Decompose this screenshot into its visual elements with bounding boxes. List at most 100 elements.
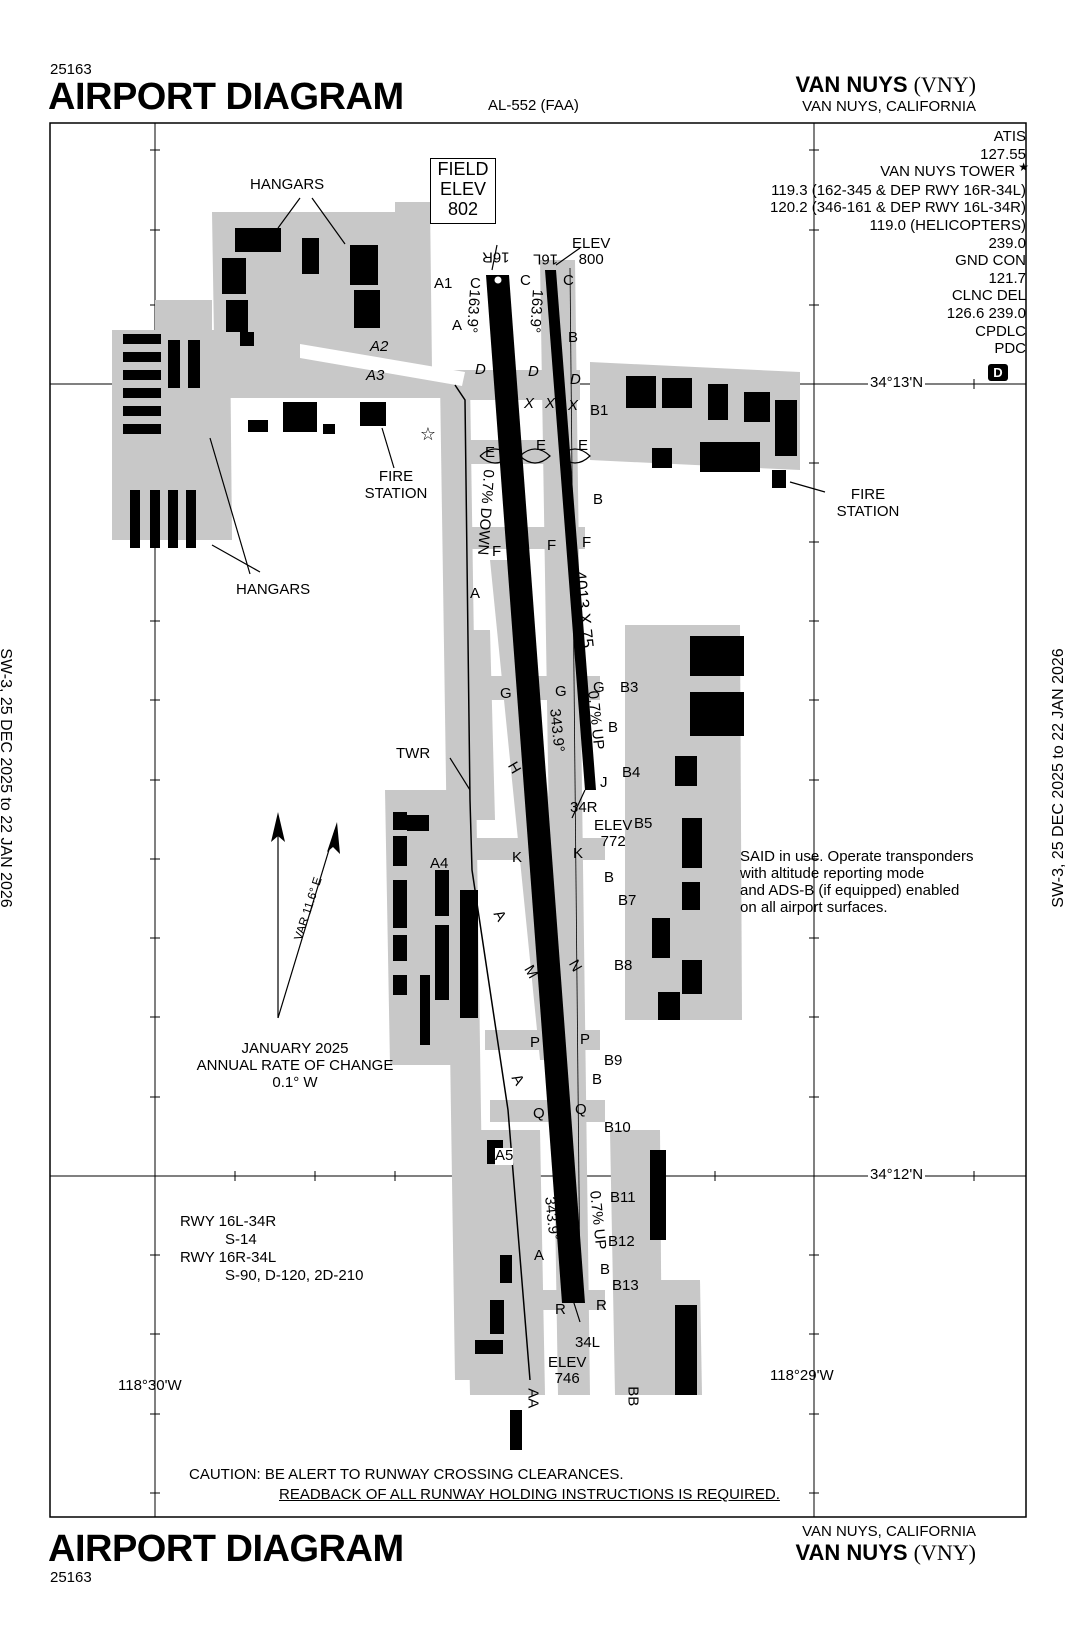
magnetic-north-line <box>277 829 336 1019</box>
taxiway-b8-label: B8 <box>614 957 633 974</box>
elev-16l-label: ELEV <box>572 235 611 252</box>
runway-16r-threshold-marker <box>494 276 502 284</box>
freq-line: 120.2 (346-161 & DEP RWY 16L-34R) <box>770 199 1026 217</box>
taxiway-b-label: B <box>600 1261 611 1278</box>
west-hangar-area-top <box>155 300 212 330</box>
rate-line: 0.1° W <box>272 1074 318 1091</box>
field-elev-value: 802 <box>447 199 479 219</box>
city-state-bottom: VAN NUYS, CALIFORNIA <box>802 1523 976 1540</box>
taxiway-a4-label: A4 <box>430 855 449 872</box>
strength-line: S-14 <box>225 1231 257 1248</box>
airport-code-text: (VNY) <box>913 1540 976 1565</box>
buildings <box>123 228 797 1450</box>
airport-name-text: VAN NUYS <box>795 1540 908 1565</box>
taxiway-b-label: B <box>608 719 619 736</box>
elev-16l-leader <box>555 247 581 266</box>
building <box>682 882 700 910</box>
fire-station-left-leader <box>381 427 395 469</box>
building <box>658 992 680 1020</box>
hangar-row <box>123 370 161 380</box>
building <box>652 448 672 468</box>
fire-station-building-left <box>360 402 386 426</box>
taxiway-b-label: B <box>592 1071 603 1088</box>
building <box>708 384 728 420</box>
elev-34r-label: ELEV <box>594 817 633 834</box>
hangar-row <box>150 490 160 548</box>
heading-34l: 343.9° <box>541 1195 563 1241</box>
taxiway-p-label: P <box>580 1031 591 1048</box>
annual-rate-of-change: JANUARY 2025 ANNUAL RATE OF CHANGE 0.1° … <box>180 1040 410 1091</box>
hangar-block <box>354 290 380 328</box>
connector-q <box>490 1100 605 1122</box>
taxiway-a-label: A <box>534 1247 545 1264</box>
runway-16r-label: 16R <box>482 248 510 266</box>
taxiway-f-label: F <box>492 543 502 560</box>
hangar-row <box>168 340 180 388</box>
taxiway-b12-label: B12 <box>608 1233 635 1250</box>
hangars-left-label: HANGARS <box>236 581 311 598</box>
heading-16r: 163.9° <box>463 288 483 334</box>
building <box>460 890 478 1018</box>
building <box>490 1300 504 1334</box>
hangar-top-leader-1 <box>277 197 301 229</box>
volume-number-top: 25163 <box>50 61 92 78</box>
taxiway-j-label: J <box>600 774 608 791</box>
taxiway-bb-label: BB <box>624 1386 642 1407</box>
building <box>435 870 449 916</box>
elev-34r-value: 772 <box>600 833 626 850</box>
airport-code-text: (VNY) <box>913 72 976 97</box>
frequency-list: ATIS 127.55 VAN NUYS TOWER★ 119.3 (162-3… <box>696 128 1029 358</box>
building <box>775 400 797 456</box>
strength-line: RWY 16L-34R <box>180 1213 277 1230</box>
runway-34r-label: 34R <box>570 799 598 816</box>
taxiway-b11-label: B11 <box>610 1189 636 1206</box>
tower-label: TWR <box>396 745 431 762</box>
volume-number-bottom: 25163 <box>50 1569 92 1586</box>
hangar-block <box>226 300 248 332</box>
building <box>393 975 407 995</box>
runway-strength-note: RWY 16L-34R S-14 RWY 16R-34L S-90, D-120… <box>180 1213 363 1285</box>
building <box>283 402 317 432</box>
building <box>435 925 449 1000</box>
fire-station-building-right <box>772 470 786 488</box>
taxiway-e-label: E <box>578 437 589 454</box>
chart-title-top: AIRPORT DIAGRAM <box>48 76 404 118</box>
elev-34r: ELEV 772 <box>594 818 632 850</box>
freq-line: PDC <box>994 340 1026 358</box>
said-line: and ADS-B (if equipped) enabled <box>740 882 960 899</box>
taxiway-k-label: K <box>573 845 584 862</box>
building <box>675 1305 697 1395</box>
taxiway-e-label: E <box>536 437 547 454</box>
building <box>682 960 702 994</box>
taxiway-c-label: C <box>470 275 481 292</box>
north-arrow <box>271 812 340 1019</box>
rate-line: ANNUAL RATE OF CHANGE <box>196 1057 394 1074</box>
freq-line-tower: VAN NUYS TOWER★ <box>696 160 1029 182</box>
hangar-row <box>123 352 161 362</box>
taxiway-b-label: B <box>593 491 604 508</box>
taxiway-b-label: B <box>568 329 579 346</box>
taxiway-b7-label: B7 <box>618 892 637 909</box>
taxiway-a2-label: A2 <box>370 338 389 355</box>
freq-line: 121.7 <box>988 269 1026 287</box>
hangar-block <box>302 238 319 274</box>
field-elev-leader <box>491 244 498 271</box>
taxiway-b3-label: B3 <box>620 679 639 696</box>
airport-name-text: VAN NUYS <box>795 72 908 97</box>
freq-line: CLNC DEL <box>951 287 1026 305</box>
elev-34l-leader <box>572 1299 581 1323</box>
fire-station-right-leader <box>789 481 826 493</box>
runway-16l-34r <box>545 270 596 790</box>
said-note: SAID in use. Operate transponders with a… <box>740 848 973 916</box>
freq-line: GND CON <box>955 252 1026 270</box>
twr-apron <box>455 630 495 820</box>
hangar-block <box>222 258 246 294</box>
taxiway-a-label: A <box>470 585 481 602</box>
rotating-beacon-icon: ☆ <box>420 424 436 444</box>
building <box>682 818 702 868</box>
building <box>690 636 744 676</box>
caution-line-1: CAUTION: BE ALERT TO RUNWAY CROSSING CLE… <box>189 1466 624 1483</box>
hangar-row <box>168 490 178 548</box>
said-line: SAID in use. Operate transponders <box>740 848 974 865</box>
taxiway-b10-label: B10 <box>604 1119 631 1136</box>
